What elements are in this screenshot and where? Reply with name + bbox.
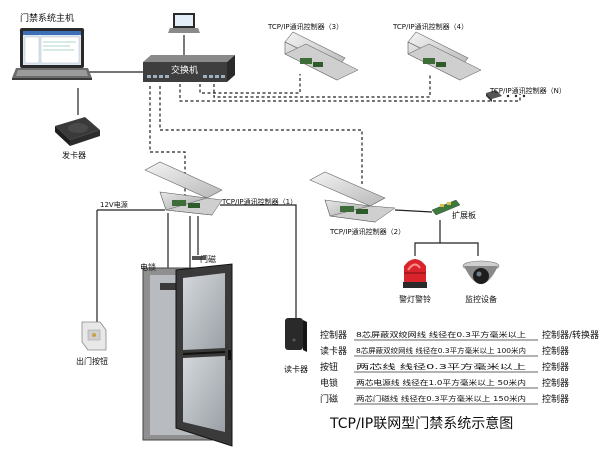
controller-1-label: TCP/IP通讯控制器（1） [221,197,297,206]
door-icon [142,256,233,447]
legend-desc: 8芯屏蔽双绞网线 线径在0.3平方毫米以上 [356,330,526,339]
legend-target: 控制器 [542,361,569,373]
diagram-title: TCP/IP联网型门禁系统示意图 [329,415,513,432]
exit-button-label: 出门按钮 [76,356,108,366]
legend-row: 读卡器 8芯屏蔽双绞网线 线径在0.3平方毫米以上 100米内 控制器 [320,345,569,357]
controller-4-label: TCP/IP通讯控制器（4） [392,22,468,31]
legend-target: 控制器 [542,345,569,357]
expansion-label: 扩展板 [452,210,476,220]
exit-button-icon [81,321,107,351]
controller-1-icon [144,161,223,216]
controller-n-label: TCP/IP通讯控制器（N） [489,86,566,95]
host-computer-icon [12,28,92,80]
legend-row: 电锁 两芯电源线 线径在1.0平方毫米以上 50米内 控制器 [320,377,569,389]
door-magnet-label: 门磁 [200,254,216,264]
controller-2-icon [309,171,396,223]
host-label: 门禁系统主机 [20,12,74,24]
controller-3-label: TCP/IP通讯控制器（3） [267,22,343,31]
controller-n-icon [486,90,526,102]
legend-name: 读卡器 [320,345,347,357]
legend-name: 控制器 [320,329,347,341]
legend-name: 门磁 [320,393,338,405]
camera-label: 监控设备 [465,294,497,304]
switch-label: 交换机 [171,64,198,76]
legend-target: 控制器/转换器 [542,329,599,341]
card-reader-label: 读卡器 [284,364,308,374]
legend-row: 控制器 8芯屏蔽双绞网线 线径在0.3平方毫米以上 控制器/转换器 [320,329,599,341]
legend-desc: 8芯屏蔽双绞网线 线径在0.3平方毫米以上 100米内 [356,346,526,355]
alarm-label: 警灯警铃 [399,294,431,304]
legend-name: 电锁 [320,377,338,389]
controller-4-icon [407,31,482,81]
power-label: 12V电源 [100,200,128,209]
expansion-board-icon [431,199,461,216]
alarm-light-icon [403,259,427,288]
legend-row: 门磁 两芯门磁线 线径在0.3平方毫米以上 150米内 控制器 [320,393,569,405]
laptop-icon [168,13,200,33]
legend-target: 控制器 [542,393,569,405]
controller-3-icon [284,31,359,81]
controller-2-label: TCP/IP通讯控制器（2） [329,227,405,236]
card-reader-icon [285,318,307,352]
network-switch-icon [143,55,235,82]
legend-row: 按钮 两芯线 线径0.3平方毫米以上 控制器 [320,361,569,373]
lock-label: 电锁 [140,262,156,272]
legend-name: 按钮 [320,361,338,373]
legend-desc: 两芯门磁线 线径在0.3平方毫米以上 150米内 [356,394,526,403]
legend-desc: 两芯电源线 线径在1.0平方毫米以上 50米内 [356,378,526,387]
camera-icon [462,260,500,284]
card-issuer-label: 发卡器 [62,150,86,160]
legend-desc: 两芯线 线径0.3平方毫米以上 [356,362,526,371]
legend-target: 控制器 [542,377,569,389]
card-issuer-icon [55,117,100,146]
